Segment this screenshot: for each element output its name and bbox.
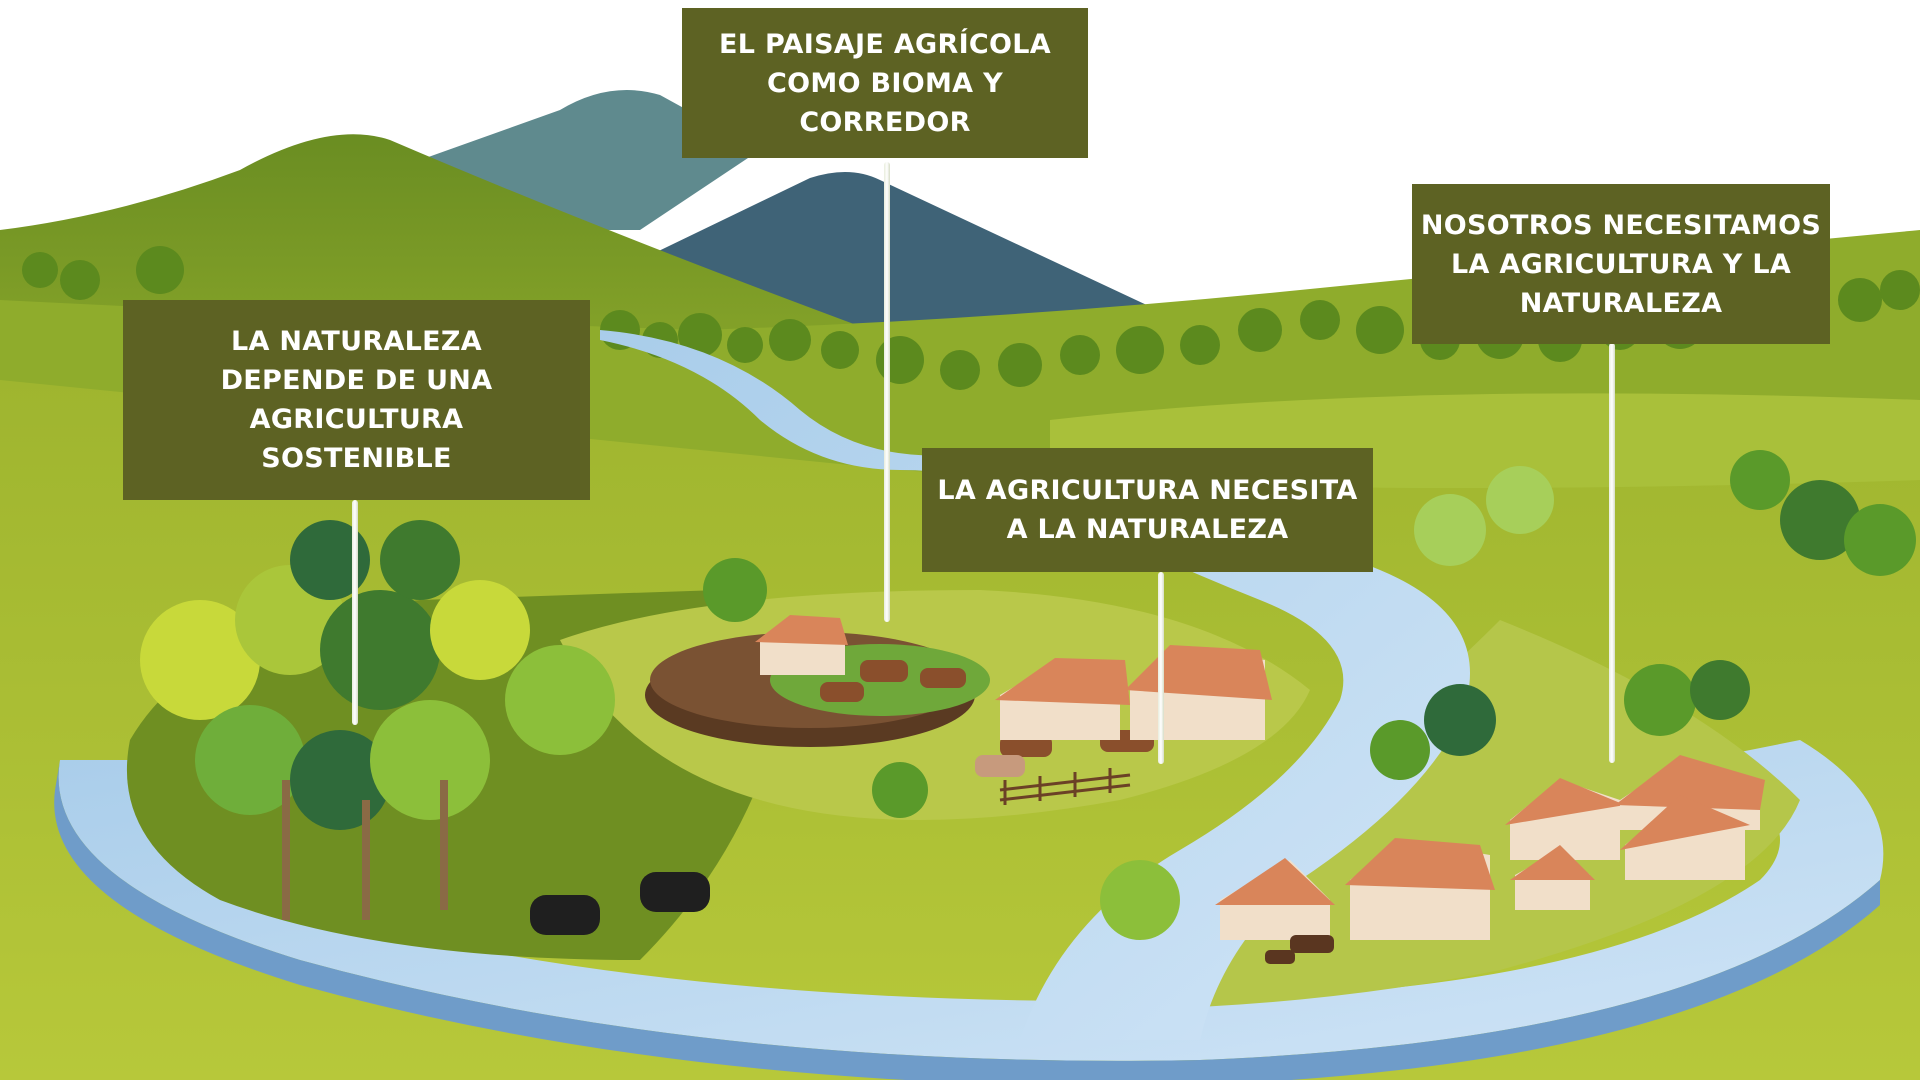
callout-middle-line-1: LA AGRICULTURA NECESITA	[937, 475, 1358, 506]
horses	[1265, 935, 1334, 964]
river	[600, 330, 1470, 1040]
callout-top-line-1: EL PAISAJE AGRÍCOLA	[719, 28, 1051, 60]
fence	[999, 768, 1131, 805]
pole-left	[352, 500, 358, 725]
callout-top-line-2: COMO BIOMA Y	[767, 67, 1003, 99]
callout-left-line-3: AGRICULTURA	[249, 404, 464, 435]
pole-middle	[1158, 572, 1164, 764]
callout-agriculture-needs: LA AGRICULTURA NECESITA A LA NATURALEZA	[922, 448, 1373, 572]
river-ring	[58, 740, 1884, 1061]
callout-right-line-2: LA AGRICULTURA Y LA	[1450, 248, 1792, 280]
callout-left-line-4: SOSTENIBLE	[261, 443, 452, 474]
callout-nature-depends: LA NATURALEZA DEPENDE DE UNA AGRICULTURA…	[123, 300, 590, 500]
callout-left-line-1: LA NATURALEZA	[231, 326, 482, 357]
bears	[530, 872, 710, 935]
scattered-trees	[703, 450, 1916, 940]
callout-we-need: NOSOTROS NECESITAMOS LA AGRICULTURA Y LA…	[1412, 184, 1830, 344]
mountain-front	[640, 171, 1200, 330]
callout-right-line-1: NOSOTROS NECESITAMOS	[1420, 209, 1822, 241]
forest-trees	[140, 520, 615, 920]
callout-right-line-3: NATURALEZA	[1519, 287, 1723, 319]
callout-top-line-3: CORREDOR	[799, 106, 971, 138]
callout-left-line-2: DEPENDE DE UNA	[220, 365, 493, 396]
pole-right	[1609, 343, 1615, 763]
callout-agricultural-landscape: EL PAISAJE AGRÍCOLA COMO BIOMA Y CORREDO…	[682, 8, 1088, 158]
village-houses	[1215, 755, 1765, 940]
pole-top	[884, 162, 890, 622]
callout-middle-line-2: A LA NATURALEZA	[1006, 514, 1289, 545]
